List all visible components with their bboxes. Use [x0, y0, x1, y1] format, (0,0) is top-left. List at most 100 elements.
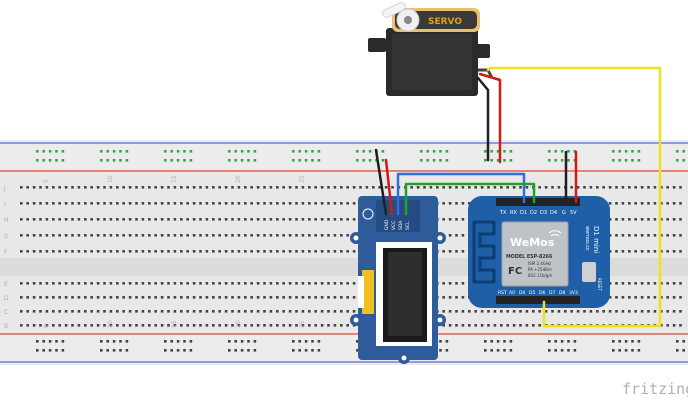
terminal-hole	[660, 250, 663, 253]
terminal-hole	[340, 234, 343, 237]
wire-servo-ground-black[interactable]	[476, 76, 490, 162]
rail-hole	[560, 349, 564, 352]
rail-hole	[317, 150, 321, 153]
terminal-hole	[192, 218, 196, 221]
wire-i2c-sda-blue[interactable]	[396, 172, 526, 216]
rail-hole	[170, 340, 173, 343]
servo-motor[interactable]: SERVO	[368, 1, 494, 96]
terminal-hole	[116, 250, 119, 253]
rail-hole	[100, 340, 103, 343]
rail-hole	[445, 159, 449, 162]
terminal-hole	[58, 186, 61, 189]
terminal-hole	[288, 202, 292, 205]
rail-hole	[637, 150, 641, 153]
rail-hole	[432, 150, 436, 153]
terminal-hole	[640, 282, 644, 285]
rail-hole	[618, 340, 621, 343]
rail-hole	[106, 349, 109, 352]
rail-hole	[119, 150, 122, 153]
terminal-hole	[224, 234, 228, 237]
wire-servo-signal-yellow[interactable]	[486, 66, 662, 328]
terminal-hole	[474, 324, 477, 327]
wemos-pin-label: D2	[530, 210, 537, 216]
rail-hole	[183, 150, 186, 153]
terminal-hole	[122, 324, 125, 327]
terminal-hole	[122, 282, 125, 285]
terminal-hole	[301, 324, 305, 327]
wire-i2c-scl-green[interactable]	[404, 182, 536, 216]
terminal-hole	[58, 310, 61, 313]
terminal-hole	[327, 250, 330, 253]
terminal-hole	[141, 282, 145, 285]
terminal-hole	[448, 324, 452, 327]
terminal-hole	[679, 250, 682, 253]
terminal-hole	[116, 218, 119, 221]
terminal-hole	[493, 324, 497, 327]
rail-hole	[445, 150, 449, 153]
terminal-hole	[333, 296, 337, 299]
terminal-hole	[288, 250, 292, 253]
rail-hole	[503, 340, 506, 343]
wemos-antenna	[472, 220, 496, 284]
terminal-hole	[84, 234, 87, 237]
wire-oled-ground-black[interactable]	[374, 148, 388, 216]
terminal-hole	[20, 218, 23, 221]
terminal-hole	[154, 296, 157, 299]
terminal-hole	[192, 310, 196, 313]
terminal-hole	[250, 296, 253, 299]
terminal-hole	[212, 218, 215, 221]
terminal-hole	[660, 282, 663, 285]
rail-hole	[125, 349, 129, 352]
rail-hole	[445, 340, 449, 343]
terminal-hole	[666, 202, 669, 205]
wemos-d1-mini-board[interactable]: TX RX D1 D2 D3 D4 G 5V RST A0 D0 D5 D6 D…	[468, 196, 610, 308]
terminal-hole	[84, 296, 87, 299]
terminal-hole	[628, 186, 631, 189]
rail-hole	[356, 150, 359, 153]
terminal-hole	[192, 296, 196, 299]
terminal-hole	[448, 234, 452, 237]
rail-hole	[311, 159, 314, 162]
terminal-hole	[333, 202, 337, 205]
terminal-hole	[634, 282, 637, 285]
rail-hole	[55, 159, 58, 162]
terminal-hole	[148, 324, 151, 327]
rail-hole	[304, 349, 308, 352]
terminal-hole	[276, 250, 279, 253]
wemos-spec: PA +25dBm	[528, 267, 552, 272]
terminal-hole	[461, 296, 465, 299]
terminal-hole	[500, 310, 503, 313]
terminal-hole	[653, 282, 657, 285]
rail-hole	[247, 349, 250, 352]
servo-mount-tab-left	[368, 38, 386, 52]
terminal-hole	[224, 186, 228, 189]
terminal-hole	[109, 324, 113, 327]
terminal-hole	[448, 310, 452, 313]
terminal-hole	[250, 218, 253, 221]
terminal-hole	[122, 218, 125, 221]
terminal-hole	[154, 202, 157, 205]
oled-logo-icon	[362, 208, 374, 220]
reset-button[interactable]	[582, 262, 596, 282]
terminal-hole	[660, 296, 663, 299]
terminal-hole	[237, 186, 241, 189]
terminal-hole	[269, 250, 273, 253]
wire-oled-power-red[interactable]	[384, 158, 394, 216]
terminal-hole	[308, 310, 311, 313]
rail-hole	[682, 150, 685, 153]
terminal-hole	[109, 296, 113, 299]
terminal-hole	[141, 234, 145, 237]
terminal-hole	[570, 310, 573, 313]
terminal-hole	[244, 202, 247, 205]
terminal-hole	[621, 310, 625, 313]
oled-display-module[interactable]: GND VCC SDA SCL	[350, 196, 446, 364]
rail-hole	[55, 340, 58, 343]
terminal-hole	[199, 310, 202, 313]
rail-hole	[381, 159, 385, 162]
terminal-hole	[333, 250, 337, 253]
rail-hole	[682, 340, 685, 343]
terminal-hole	[109, 186, 113, 189]
terminal-hole	[58, 234, 61, 237]
terminal-hole	[256, 186, 260, 189]
wire-servo-power-red[interactable]	[478, 72, 502, 164]
